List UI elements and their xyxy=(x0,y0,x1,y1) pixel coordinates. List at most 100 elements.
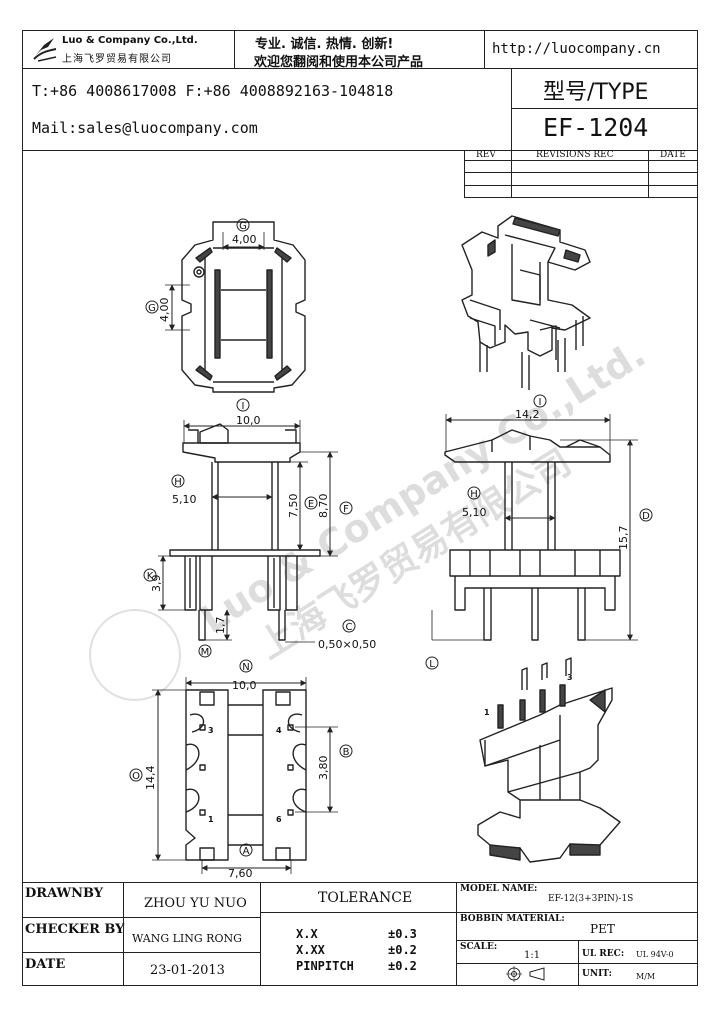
callout-a: A xyxy=(239,843,253,857)
dim-side-width: 14,2 xyxy=(515,408,540,421)
dim-front-width: 10,0 xyxy=(236,414,261,427)
pin-1-iso: 1 xyxy=(484,708,490,717)
footer-right-col xyxy=(578,940,579,986)
type-divider xyxy=(511,108,698,109)
watermark-en: Luo & Company Co.,Ltd. xyxy=(193,331,653,641)
svg-text:N: N xyxy=(242,662,249,673)
svg-text:L: L xyxy=(429,659,435,670)
footer-row-1 xyxy=(22,917,260,918)
callout-b: B xyxy=(339,744,353,758)
side-view xyxy=(444,429,621,641)
dim-front-pin-len: 1,7 xyxy=(214,617,227,635)
watermark-seal xyxy=(89,609,181,701)
pin-1-bottom: 1 xyxy=(208,815,214,824)
contact-divider xyxy=(22,150,698,151)
svg-text:I: I xyxy=(242,401,245,412)
svg-text:A: A xyxy=(243,846,250,857)
rev-col-2 xyxy=(648,150,649,198)
mail-text[interactable]: Mail:sales@luocompany.com xyxy=(32,119,258,137)
website-link[interactable]: http://luocompany.cn xyxy=(492,41,661,57)
footer-right-row-3 xyxy=(578,963,698,964)
drawnby-value: ZHOU YU NUO xyxy=(144,896,247,911)
top-view xyxy=(181,221,306,393)
phone-fax: T:+86 4008617008 F:+86 4008892163-104818 xyxy=(32,82,394,100)
tol-pin-label: PINPITCH xyxy=(296,959,354,973)
tol-xxx-value: ±0.2 xyxy=(388,943,417,957)
footer-tol-line xyxy=(260,912,456,913)
callout-i-front: I xyxy=(236,398,250,412)
svg-text:H: H xyxy=(174,477,182,488)
callout-f: F xyxy=(339,501,353,515)
company-name-en: Luo & Company Co.,Ltd. xyxy=(62,35,198,46)
dim-bottom-span: 7,60 xyxy=(228,867,253,880)
svg-text:F: F xyxy=(343,504,349,515)
callout-d: D xyxy=(639,508,653,522)
slogan-line-1: 专业. 诚信. 热情. 创新! xyxy=(255,37,394,52)
svg-text:O: O xyxy=(132,771,140,782)
model-value: EF-12(3+3PIN)-1S xyxy=(548,894,634,904)
date-value: 23-01-2013 xyxy=(150,963,225,978)
callout-c: C xyxy=(342,619,356,633)
revisions-table xyxy=(464,150,698,198)
dim-bottom-width: 10,0 xyxy=(232,679,257,692)
dim-pin-section: 0,50×0,50 xyxy=(318,638,376,651)
technical-drawing: Luo & Company Co.,Ltd. 上海飞罗贸易有限公司 xyxy=(89,215,653,880)
header-divider xyxy=(22,68,698,69)
dim-bottom-height: 14,4 xyxy=(144,766,157,791)
tolerance-label: TOLERANCE xyxy=(318,890,413,906)
drawing-frame xyxy=(22,30,698,986)
checker-value: WANG LING RONG xyxy=(132,932,242,945)
slogan-line-2: 欢迎您翻阅和使用本公司产品 xyxy=(254,55,424,70)
rev-row-line-2 xyxy=(464,185,698,186)
dim-bottom-pitch: 3,80 xyxy=(317,756,330,781)
bottom-view xyxy=(185,689,307,861)
callout-k: K xyxy=(143,568,157,582)
dim-front-inner: 5,10 xyxy=(172,493,197,506)
tol-xxx-label: X.XX xyxy=(296,943,325,957)
footer-row-2 xyxy=(22,952,260,953)
type-value: EF-1204 xyxy=(543,113,649,142)
callout-o: O xyxy=(129,768,143,782)
svg-text:H: H xyxy=(470,489,478,500)
pin-4-bottom: 4 xyxy=(276,726,282,735)
dim-front-h2: 8,70 xyxy=(317,494,330,519)
callout-l: L xyxy=(425,656,439,670)
bobbin-label: BOBBIN MATERIAL: xyxy=(460,914,565,924)
bobbin-value: PET xyxy=(590,922,615,936)
svg-text:B: B xyxy=(343,747,350,758)
svg-text:D: D xyxy=(642,511,650,522)
callout-g-left: G xyxy=(145,300,159,314)
callout-e: E xyxy=(304,496,318,510)
tol-xx-value: ±0.3 xyxy=(388,927,417,941)
footer-right-row-1 xyxy=(456,912,698,913)
type-label: 型号/TYPE xyxy=(543,80,649,105)
svg-text:C: C xyxy=(346,622,353,633)
tol-pin-value: ±0.2 xyxy=(388,959,417,973)
pin-6-bottom: 6 xyxy=(276,815,282,824)
unit-label: UNIT: xyxy=(582,969,612,979)
callout-n: N xyxy=(239,659,253,673)
callout-m: M xyxy=(198,644,212,658)
type-sep xyxy=(511,68,512,150)
rev-col-rev: REV xyxy=(476,150,496,160)
scale-value: 1:1 xyxy=(524,950,541,961)
callout-h-side: H xyxy=(467,486,481,500)
footer-scale-line xyxy=(456,963,578,964)
iso-view-top xyxy=(461,215,591,390)
checker-label: CHECKER BY xyxy=(25,922,125,937)
company-logo-icon xyxy=(33,38,57,62)
unit-value: M/M xyxy=(636,972,656,981)
rev-col-date: DATE xyxy=(660,150,686,160)
svg-text:E: E xyxy=(308,499,314,510)
ul-value: UL 94V-0 xyxy=(636,950,674,959)
ul-label: UL REC: xyxy=(582,949,625,959)
tol-xx-label: X.X xyxy=(296,927,318,941)
date-label: DATE xyxy=(25,957,66,972)
dim-top-height: 4,00 xyxy=(158,298,171,323)
svg-text:M: M xyxy=(201,647,210,658)
drawnby-label: DRAWNBY xyxy=(25,886,104,901)
projection-symbol-icon xyxy=(506,966,545,982)
svg-text:G: G xyxy=(148,303,156,314)
pin-3-iso: 3 xyxy=(567,673,573,682)
callout-i-side: I xyxy=(533,394,547,408)
